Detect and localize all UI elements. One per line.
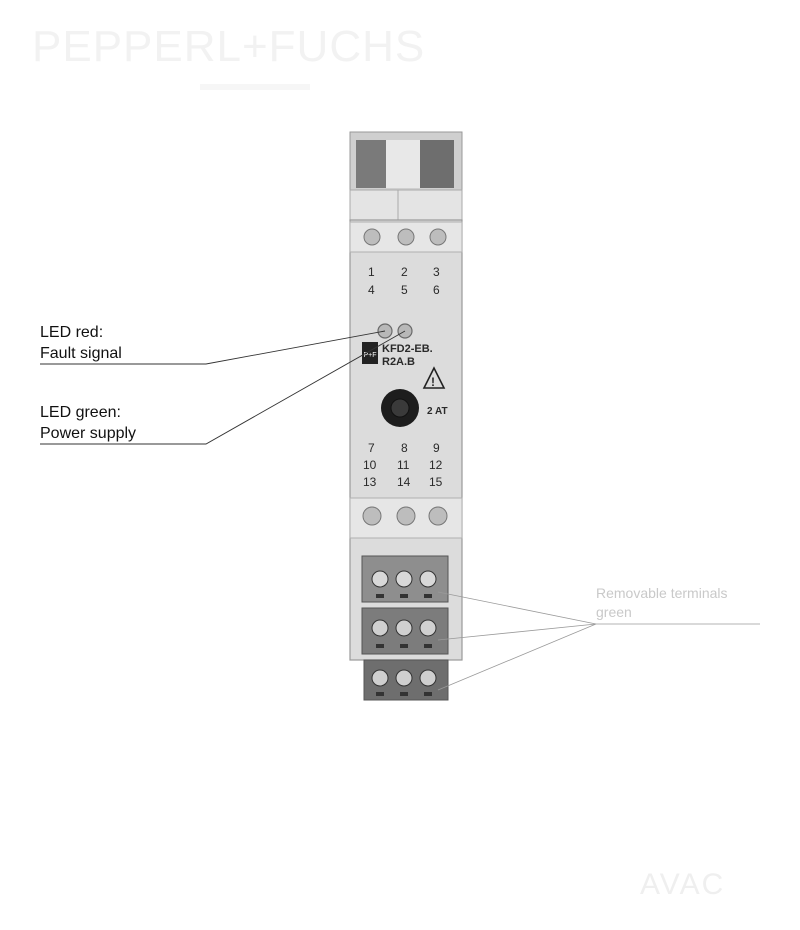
terminal-label-13: 13 — [363, 475, 377, 489]
terminal-label-2: 2 — [401, 265, 408, 279]
fuse-rating: 2 AT — [427, 406, 448, 417]
leader-lines — [40, 330, 406, 445]
watermark-underline — [200, 84, 310, 90]
terminal-label-5: 5 — [401, 283, 408, 297]
leader-led-red — [40, 330, 386, 365]
leader-terminal-1 — [437, 591, 597, 625]
model-line-1: KFD2-EB. — [382, 343, 433, 355]
fuse-knob — [390, 398, 410, 418]
terminal-block-1 — [361, 555, 449, 603]
brand-watermark: PEPPERL+FUCHS — [32, 22, 426, 71]
callout-led-red-title: LED red: — [40, 324, 104, 341]
callout-led-red-desc: Fault signal — [40, 345, 122, 362]
leader-terminal-2 — [437, 623, 597, 641]
callout-led-green-title: LED green: — [40, 404, 121, 421]
callout-terminals-desc: green — [596, 604, 632, 620]
leader-terminal-3 — [437, 623, 597, 691]
leader-led-green — [40, 330, 406, 445]
pf-logo-mark — [362, 342, 378, 364]
warning-icon — [422, 366, 446, 389]
terminal-label-4: 4 — [368, 283, 375, 297]
callout-terminals-title: Removable terminals — [596, 585, 728, 601]
pf-logo-text: P+F — [363, 352, 376, 359]
terminal-label-15: 15 — [429, 475, 443, 489]
terminal-label-9: 9 — [433, 441, 440, 455]
corner-watermark: AVAC — [640, 868, 726, 901]
model-line-2: R2A.B — [382, 356, 415, 368]
terminal-label-1: 1 — [368, 265, 375, 279]
callout-led-green-desc: Power supply — [40, 425, 137, 442]
top-clamp — [349, 131, 463, 223]
terminal-block-2 — [361, 607, 449, 655]
callout-led-green: LED green: Power supply — [40, 402, 136, 444]
callout-led-red: LED red: Fault signal — [40, 322, 122, 364]
terminal-label-11: 11 — [397, 458, 410, 472]
terminal-label-7: 7 — [368, 441, 375, 455]
terminal-label-12: 12 — [429, 458, 443, 472]
terminal-label-6: 6 — [433, 283, 440, 297]
top-screw-holes — [349, 221, 463, 253]
terminal-block-3 — [363, 659, 449, 701]
leader-lines-terminals — [437, 591, 760, 691]
terminal-label-10: 10 — [363, 458, 377, 472]
terminal-label-14: 14 — [397, 475, 411, 489]
terminal-label-8: 8 — [401, 441, 408, 455]
bottom-screw-holes — [349, 497, 463, 539]
terminal-label-3: 3 — [433, 265, 440, 279]
callout-terminals: Removable terminals green — [596, 584, 728, 622]
warning-mark: ! — [431, 375, 435, 389]
